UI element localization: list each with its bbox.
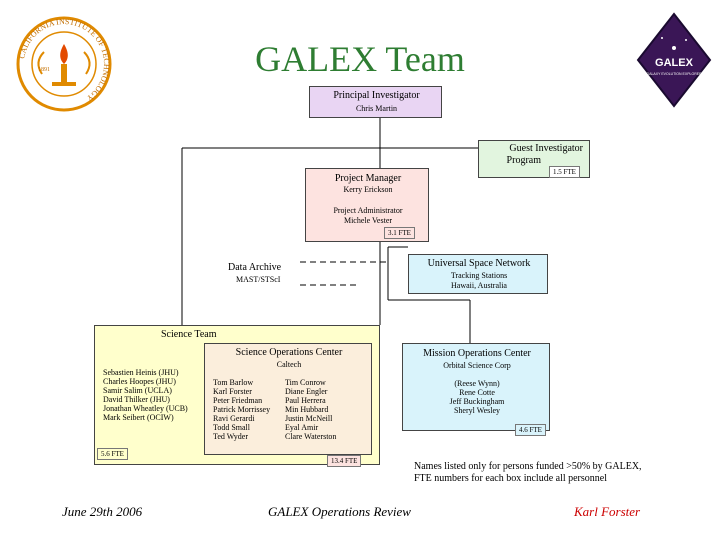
universal-space-network-box: Universal Space Network Tracking Station… bbox=[408, 254, 548, 294]
footer-date: June 29th 2006 bbox=[62, 504, 143, 519]
st-member-1: Sebastien Heinis (JHU) bbox=[103, 368, 179, 377]
st-member-2: Charles Hoopes (JHU) bbox=[103, 377, 176, 386]
mission-operations-center-box: Mission Operations Center Orbital Scienc… bbox=[402, 343, 550, 436]
moc-name-2: Rene Cotte bbox=[459, 388, 495, 397]
moc-sub: Orbital Science Corp bbox=[443, 361, 511, 370]
galex-logo: GALEX GALAXY EVOLUTION EXPLORER bbox=[636, 12, 712, 108]
footer-author: Karl Forster bbox=[574, 504, 641, 519]
footer-center: GALEX Operations Review bbox=[268, 504, 411, 519]
st-member-4: David Thilker (JHU) bbox=[103, 395, 170, 404]
data-archive-line1: MAST/STScI bbox=[236, 275, 281, 284]
soc-c1-1: Tom Barlow bbox=[213, 378, 254, 387]
moc-name-3: Jeff Buckingham bbox=[449, 397, 505, 406]
pi-name: Chris Martin bbox=[355, 104, 398, 113]
soc-c2-2: Diane Engler bbox=[285, 387, 328, 396]
guest-investigator-box: Guest Investigator Program 1.5 FTE bbox=[478, 140, 590, 178]
pm-name: Kerry Erickson bbox=[343, 185, 393, 194]
pm-fte: 3.1 FTE bbox=[384, 227, 415, 239]
pm-title: Project Manager bbox=[334, 173, 402, 184]
note-line-2: FTE numbers for each box include all per… bbox=[414, 473, 607, 484]
admin-title: Project Administrator bbox=[333, 206, 403, 215]
soc-c2-1: Tim Conrow bbox=[285, 378, 326, 387]
science-operations-center-box: Science Operations Center Caltech Tom Ba… bbox=[204, 343, 372, 467]
soc-title: Science Operations Center bbox=[235, 347, 343, 358]
soc-c2-4: Min Hubbard bbox=[285, 405, 329, 414]
page-title: GALEX Team bbox=[255, 39, 465, 79]
project-manager-box: Project Manager Kerry Erickson Project A… bbox=[305, 168, 429, 242]
guest-fte: 1.5 FTE bbox=[549, 166, 580, 178]
caltech-logo: CALIFORNIA INSTITUTE OF TECHNOLOGY 1891 bbox=[14, 14, 114, 114]
soc-c1-7: Ted Wyder bbox=[213, 432, 249, 441]
soc-fte: 13.4 FTE bbox=[327, 455, 362, 467]
principal-investigator-box: Principal Investigator Chris Martin bbox=[309, 86, 442, 118]
svg-text:GALAXY EVOLUTION EXPLORER: GALAXY EVOLUTION EXPLORER bbox=[646, 72, 702, 76]
st-member-5: Jonathan Wheatley (UCB) bbox=[103, 404, 188, 413]
moc-name-4: Sheryl Wesley bbox=[453, 406, 501, 415]
moc-name-1: (Reese Wynn) bbox=[454, 379, 500, 388]
data-archive-title: Data Archive bbox=[228, 262, 282, 273]
soc-c2-7: Clare Waterston bbox=[285, 432, 337, 441]
soc-sub: Caltech bbox=[276, 360, 302, 369]
science-team-title: Science Team bbox=[161, 329, 217, 340]
svg-text:GALEX: GALEX bbox=[655, 57, 694, 69]
note-line-1: Names listed only for persons funded >50… bbox=[414, 461, 642, 472]
moc-fte: 4.6 FTE bbox=[515, 424, 546, 436]
pi-title: Principal Investigator bbox=[333, 90, 420, 101]
st-member-3: Samir Salim (UCLA) bbox=[103, 386, 172, 395]
soc-c1-2: Karl Forster bbox=[213, 387, 252, 396]
soc-c2-3: Paul Herrera bbox=[285, 396, 326, 405]
soc-c1-5: Ravi Gerardi bbox=[213, 414, 255, 423]
admin-name: Michele Vester bbox=[343, 216, 393, 225]
soc-c2-5: Justin McNeill bbox=[285, 414, 333, 423]
soc-c2-6: Eyal Amir bbox=[285, 423, 319, 432]
usn-line1: Tracking Stations bbox=[450, 271, 508, 280]
soc-c1-6: Todd Small bbox=[213, 423, 250, 432]
usn-line2: Hawaii, Australia bbox=[451, 281, 507, 290]
svg-text:1891: 1891 bbox=[38, 67, 50, 73]
science-team-fte: 5.6 FTE bbox=[97, 448, 128, 460]
soc-c1-3: Peter Friedman bbox=[213, 396, 263, 405]
st-member-6: Mark Seibert (OCIW) bbox=[103, 413, 174, 422]
guest-title-1: Guest Investigator bbox=[509, 143, 583, 154]
usn-title: Universal Space Network bbox=[427, 258, 531, 269]
guest-title-2: Program bbox=[506, 155, 541, 166]
soc-c1-4: Patrick Morrissey bbox=[213, 405, 271, 414]
moc-title: Mission Operations Center bbox=[423, 348, 531, 359]
